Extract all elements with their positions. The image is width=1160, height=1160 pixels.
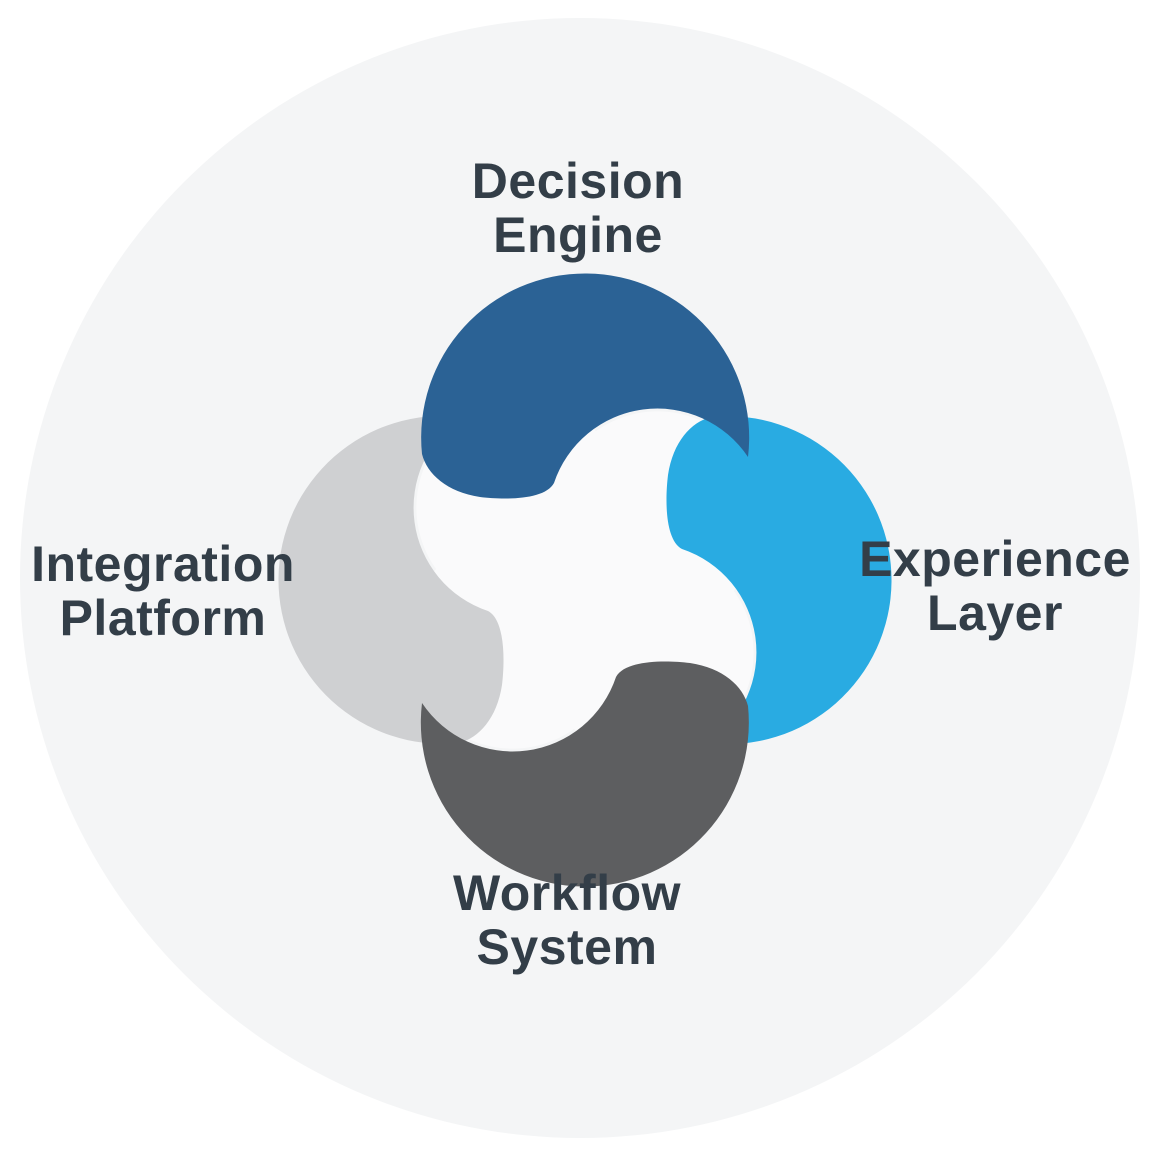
center-blob <box>406 401 764 759</box>
label-decision-engine: Decision Engine <box>472 154 684 262</box>
label-decision-engine-line2: Engine <box>493 207 663 263</box>
label-experience-layer-line2: Layer <box>927 585 1063 641</box>
label-workflow-system-line1: Workflow <box>452 865 682 921</box>
label-experience-layer: Experience Layer <box>859 532 1131 640</box>
label-workflow-system: Workflow System <box>453 866 681 974</box>
label-experience-layer-line1: Experience <box>859 531 1131 587</box>
label-integration-platform: Integration Platform <box>31 537 295 645</box>
label-integration-platform-line1: Integration <box>31 536 295 592</box>
label-integration-platform-line2: Platform <box>59 590 267 646</box>
label-workflow-system-line2: System <box>476 919 658 975</box>
swirl-emblem <box>278 273 892 887</box>
label-decision-engine-line1: Decision <box>471 153 685 209</box>
